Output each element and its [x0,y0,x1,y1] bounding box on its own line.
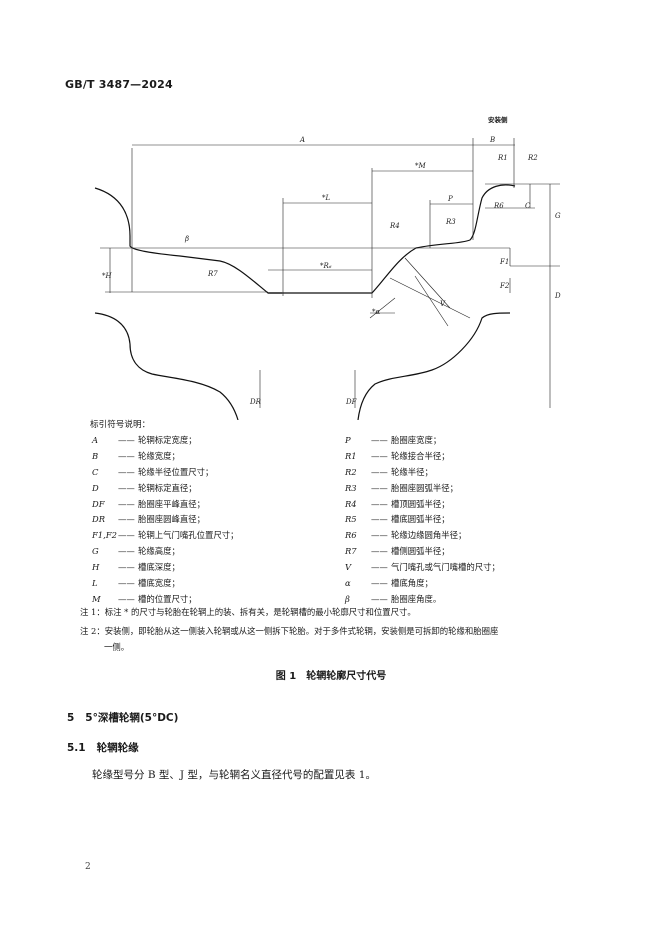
legend-item: R6——轮缘边缘圆角半径； [345,530,467,541]
label-C: C [525,202,531,210]
legend-item: H——槽底深度； [92,562,180,573]
legend-item: β——胎圈座角度。 [345,593,442,604]
legend-item: R2——轮缘半径； [345,466,433,477]
legend-left-column: A——轮辋标定宽度； B——轮缘宽度； C——轮缘半径位置尺寸； D——轮辋标定… [92,433,332,608]
label-R7: R7 [207,270,218,278]
label-M: *M [415,162,427,170]
legend-item: R4——槽顶圆弧半径； [345,498,450,509]
rim-lower-right [357,312,511,420]
legend-title: 标引符号说明： [90,420,151,430]
label-F1: F1 [499,258,509,266]
legend-item: M——槽的位置尺寸； [92,593,197,604]
page-number: 2 [85,862,91,872]
legend-item: DF——胎圈座平峰直径； [92,498,205,509]
figure-caption: 图 1 轮辋轮廓尺寸代号 [275,671,387,682]
label-V: V [440,300,446,308]
rim-profile-right [268,184,516,294]
body-paragraph: 轮缘型号分 B 型、J 型，与轮辋名义直径代号的配置见表 1。 [92,769,376,781]
label-DF: DF [345,398,358,406]
label-F2: F2 [499,282,510,290]
legend-item: F1,F2——轮辋上气门嘴孔位置尺寸； [92,530,239,541]
legend-item: α——槽底角度； [345,578,433,589]
label-R3: R3 [445,218,456,226]
section-5-heading: 5 5°深槽轮辋(5°DC) [67,712,179,724]
label-R4: R4 [389,222,400,230]
label-DR: DR [249,398,262,406]
label-Rg: *R₆ [320,262,332,270]
rim-lower-left [94,312,239,420]
standard-code-header: GB/T 3487—2024 [65,78,173,91]
label-B: B [489,136,495,144]
legend-item: R3——胎圈座圆弧半径； [345,482,458,493]
legend-item: C——轮缘半径位置尺寸； [92,466,214,477]
label-G: G [555,212,561,220]
legend-item: DR——胎圈座圆峰直径； [92,514,205,525]
note-2: 注 2：安装侧，即轮胎从这一侧装入轮辋或从这一侧拆下轮胎。对于多件式轮辋，安装侧… [80,626,499,636]
label-R6: R6 [493,202,504,210]
legend-item: R7——槽侧圆弧半径； [345,546,450,557]
label-H: *H [102,272,113,280]
legend-item: R5——槽底圆弧半径； [345,514,450,525]
label-D: D [554,292,561,300]
legend-item: G——轮缘高度； [92,546,180,557]
label-R2: R2 [527,154,538,162]
label-R1: R1 [497,154,508,162]
rim-profile-left [94,187,282,294]
label-beta: β [184,235,189,243]
note-2-continuation: 一侧。 [104,642,130,652]
rim-profile-diagram: 安装侧 A B *M *L P *R₆ R1 R2 R3 R4 R6 R7 C … [94,115,561,420]
legend-item: B——轮缘宽度； [92,450,180,461]
legend-right-column: P——胎圈座宽度； R1——轮缘接合半径； R2——轮缘半径； R3——胎圈座圆… [345,433,585,608]
label-P: P [447,195,453,203]
legend-item: L——槽底宽度； [92,578,180,589]
label-mount-side: 安装侧 [488,115,508,124]
legend-item: A——轮辋标定宽度； [92,435,197,445]
legend-item: P——胎圈座宽度； [345,435,442,445]
note-1: 注 1：标注 * 的尺寸与轮胎在轮辋上的装、拆有关，是轮辋槽的最小轮廓尺寸和位置… [80,607,416,617]
label-A: A [299,136,305,144]
label-L: *L [322,194,331,202]
legend-item: R1——轮缘接合半径； [345,450,450,461]
label-alpha: *α [372,308,381,316]
legend-item: V——气门嘴孔或气门嘴槽的尺寸； [345,562,500,573]
legend-item: D——轮辋标定直径； [92,482,197,493]
section-5-1-heading: 5.1 轮辋轮缘 [67,742,139,754]
